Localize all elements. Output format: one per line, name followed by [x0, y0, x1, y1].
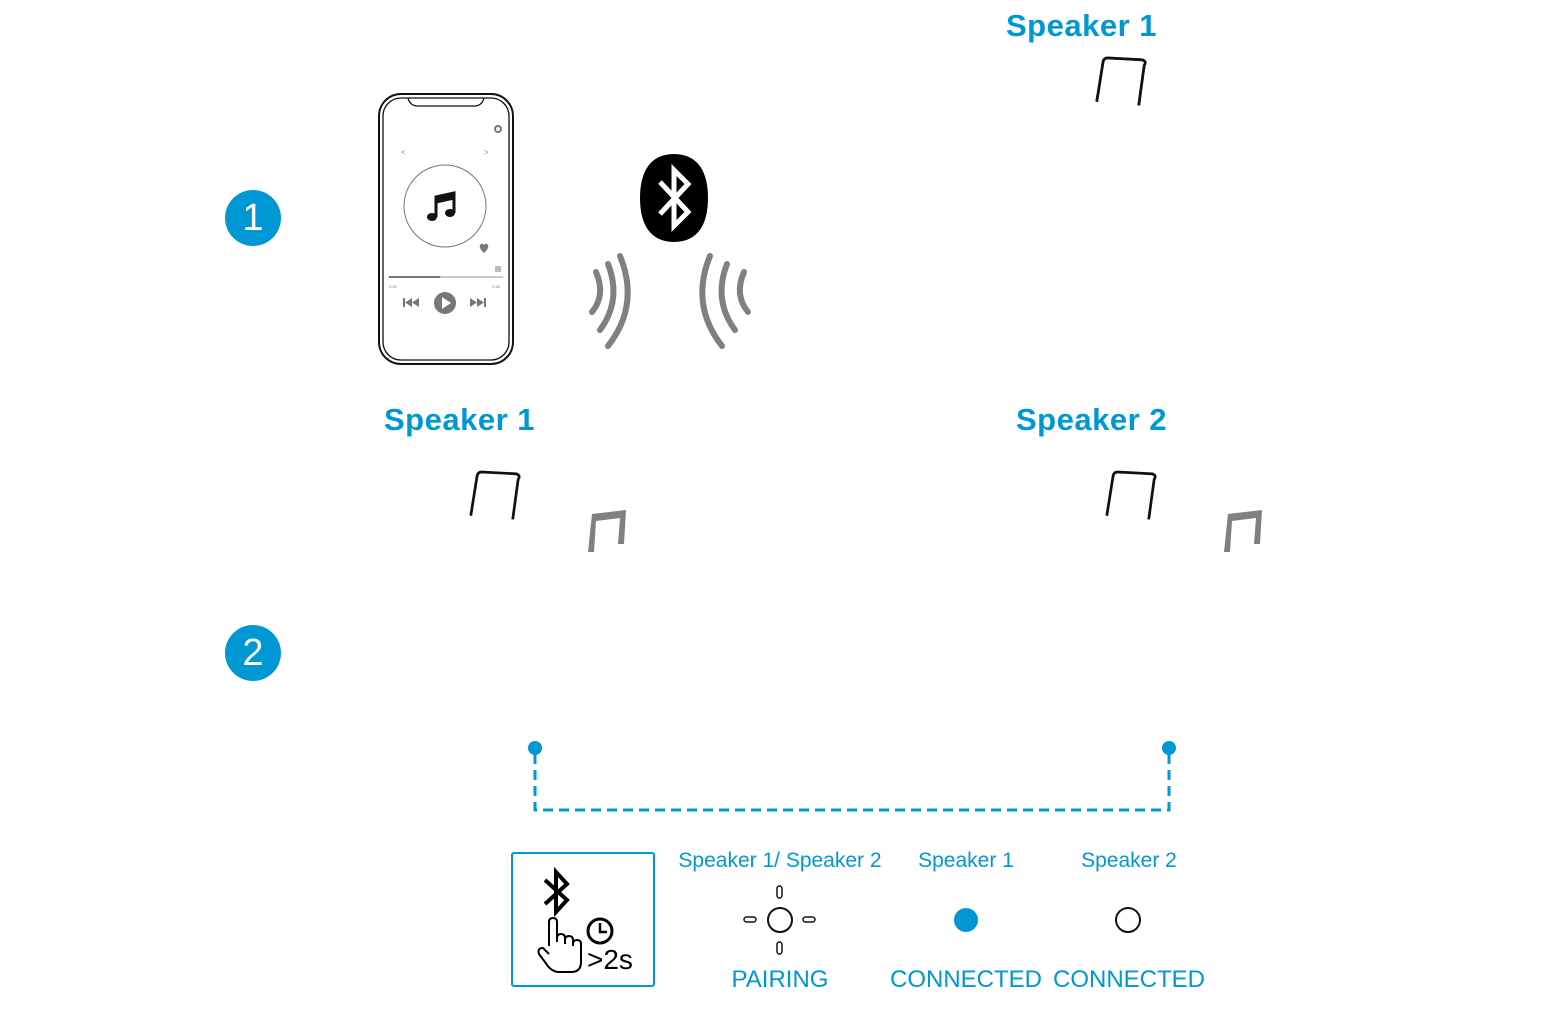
legend-label-speaker-2: Speaker 2	[1081, 849, 1177, 872]
led-blinking-icon	[743, 885, 816, 955]
music-notes-speaker-1	[588, 510, 626, 552]
indicator-dot-speaker-2	[1162, 741, 1176, 755]
wave-left-1	[589, 269, 604, 315]
bluetooth-icon	[640, 154, 708, 242]
clock-icon	[586, 917, 614, 945]
wave-right-2	[718, 261, 738, 333]
speaker-1-top	[1094, 56, 1148, 108]
speaker-1-title-top: Speaker 1	[1006, 8, 1157, 43]
next-track-icon	[470, 298, 486, 307]
step-1-badge: 1	[225, 190, 281, 246]
legend-state-speaker-1: CONNECTED	[889, 966, 1042, 993]
led-solid-blue-icon	[954, 908, 978, 932]
wave-left-3	[605, 253, 631, 349]
previous-track-icon	[403, 298, 419, 307]
time-end: 2:48	[492, 284, 501, 289]
led-solid-white-icon	[1115, 907, 1141, 933]
indicator-dot-speaker-1	[528, 741, 542, 755]
finger-press-icon	[537, 916, 582, 973]
speaker-2-title: Speaker 2	[1016, 402, 1167, 437]
heart-icon	[479, 243, 489, 253]
menu-icon	[495, 266, 501, 272]
bluetooth-button-connector	[528, 741, 1176, 812]
play-icon	[434, 292, 456, 314]
nav-next-icon: >	[484, 148, 489, 157]
bluetooth-symbol-icon	[543, 866, 570, 918]
legend-state-pairing: PAIRING	[731, 966, 829, 993]
wave-right-3	[699, 253, 725, 349]
time-start: 0:00	[389, 284, 398, 289]
speaker-1-bottom	[469, 470, 521, 520]
gear-icon	[494, 125, 502, 133]
legend-label-pairing: Speaker 1/ Speaker 2	[678, 849, 882, 872]
press-bluetooth-instruction: >2s	[511, 852, 655, 987]
legend-label-speaker-1: Speaker 1	[918, 849, 1014, 872]
legend-state-speaker-2: CONNECTED	[1052, 966, 1205, 993]
step-number: 2	[242, 631, 264, 674]
wave-left-2	[597, 261, 617, 333]
wave-right-1	[736, 269, 751, 315]
step-number: 1	[242, 196, 264, 239]
music-notes-speaker-2	[1224, 510, 1262, 552]
speaker-1-title: Speaker 1	[384, 402, 535, 437]
press-duration: >2s	[587, 944, 633, 975]
music-note-icon	[427, 191, 456, 221]
signal-waves	[589, 253, 751, 349]
speaker-2-bottom	[1105, 470, 1157, 520]
step-2-badge: 2	[225, 625, 281, 681]
nav-prev-icon: <	[401, 148, 406, 157]
phone-illustration: < > 0:00 2:48	[378, 93, 514, 365]
